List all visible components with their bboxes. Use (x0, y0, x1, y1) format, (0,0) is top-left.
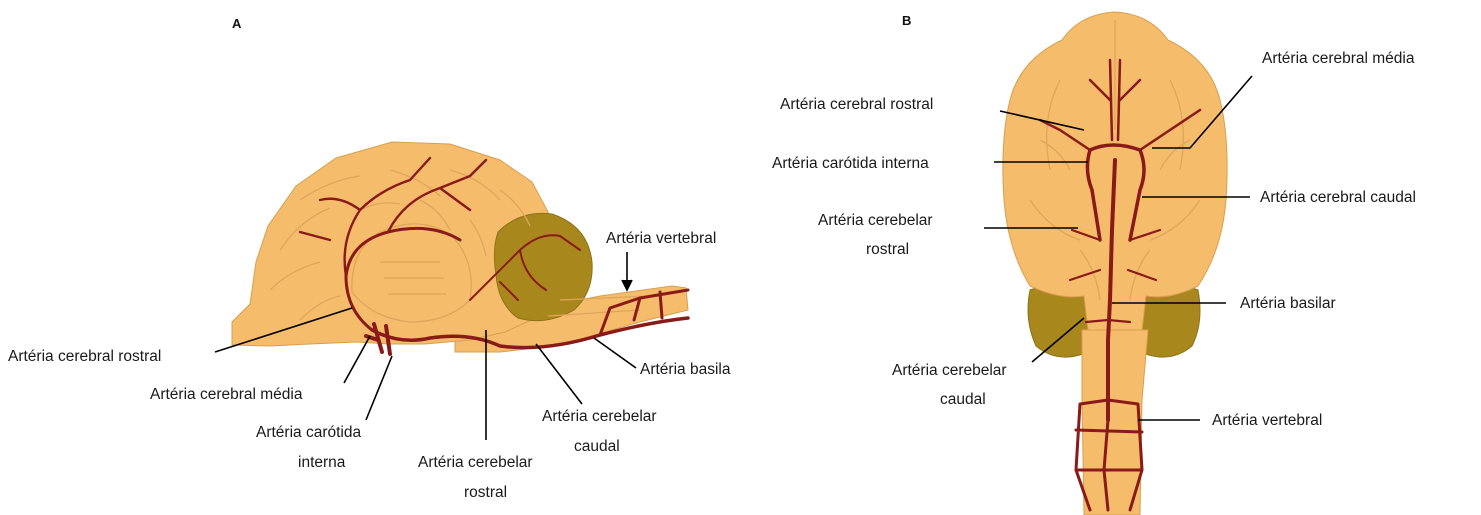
label-a-carotida-1: Artéria carótida (256, 424, 361, 441)
arrow-a-cerebral-media (344, 336, 370, 383)
panel-a: A (8, 16, 731, 501)
label-b-cerebral-media: Artéria cerebral média (1262, 50, 1415, 67)
label-a-cerebral-rostral: Artéria cerebral rostral (8, 348, 161, 365)
panel-b-letter: B (902, 13, 911, 28)
label-b-cerebral-rostral: Artéria cerebral rostral (780, 96, 933, 113)
label-a-cerebral-media: Artéria cerebral média (150, 386, 303, 403)
label-b-cerebral-caudal: Artéria cerebral caudal (1260, 189, 1416, 206)
panel-a-brain-illustration (232, 142, 688, 352)
panel-a-letter: A (232, 16, 242, 31)
label-a-vertebral: Artéria vertebral (606, 230, 716, 247)
arrow-a-carotida (366, 356, 392, 420)
panel-b-brain-illustration (1003, 12, 1227, 515)
label-b-cerebelar-rostral-1: Artéria cerebelar (818, 212, 933, 229)
label-b-carotida: Artéria carótida interna (772, 155, 929, 172)
label-a-cerebelar-caudal-2: caudal (574, 438, 620, 455)
label-a-cerebelar-rostral-1: Artéria cerebelar (418, 454, 533, 471)
label-a-cerebelar-rostral-2: rostral (464, 484, 507, 501)
arrow-a-cerebelar-caudal (536, 344, 582, 404)
arrow-a-vertebral-head (622, 280, 632, 290)
label-b-cerebelar-caudal-1: Artéria cerebelar (892, 362, 1007, 379)
label-b-vertebral: Artéria vertebral (1212, 412, 1322, 429)
label-a-cerebelar-caudal-1: Artéria cerebelar (542, 408, 657, 425)
cerebellum-shape (494, 213, 592, 320)
label-a-carotida-2: interna (298, 454, 346, 471)
panel-b: B (772, 12, 1416, 515)
label-b-cerebelar-rostral-2: rostral (866, 241, 909, 258)
label-a-basila: Artéria basila (640, 361, 731, 378)
arrow-a-basila (594, 338, 636, 368)
label-b-basilar: Artéria basilar (1240, 295, 1336, 312)
label-b-cerebelar-caudal-2: caudal (940, 391, 986, 408)
